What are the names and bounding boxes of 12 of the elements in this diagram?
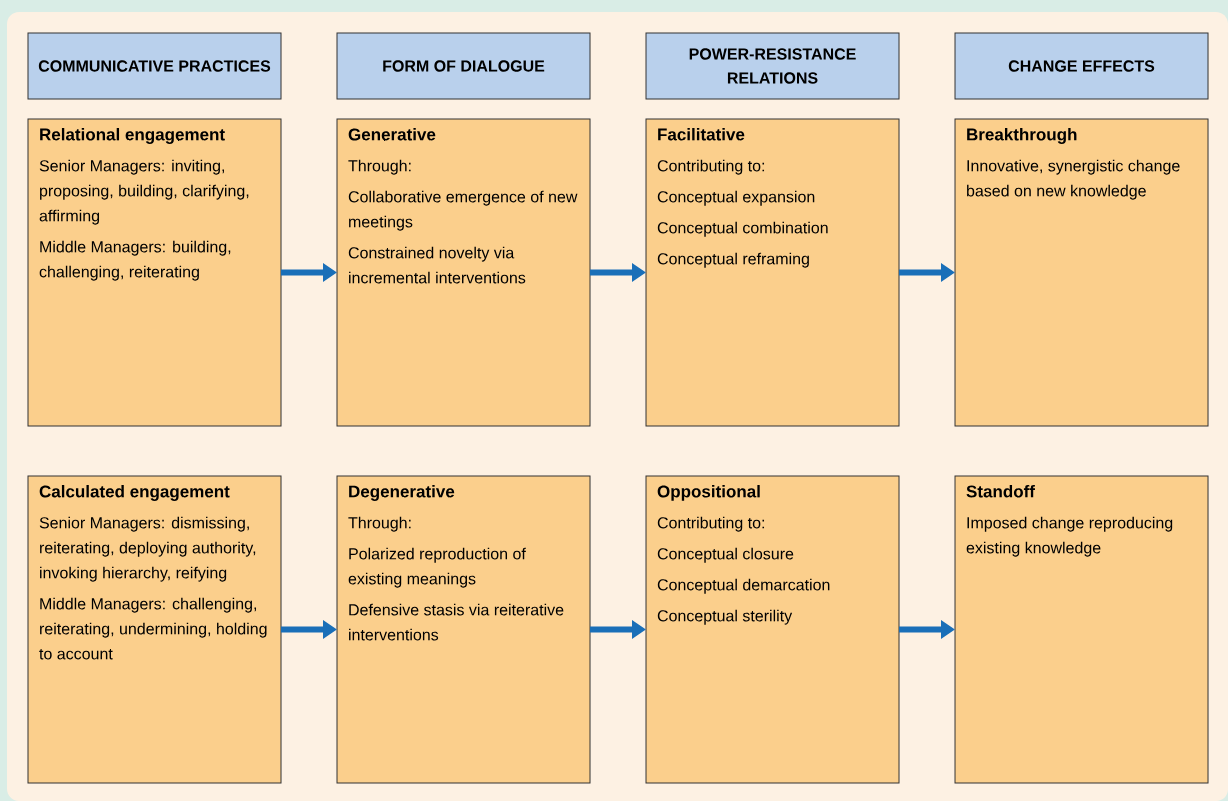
text-box: Calculated engagement Senior Managers: dismissing, reiterating, deploying authority, invoking hierarchy, reifying Middle Managers: challenging, reiterating, undermining, holding to account	[27, 475, 282, 784]
column-header: CHANGE EFFECTS	[954, 32, 1209, 100]
text-box: Oppositional Contributing to: Conceptual closure Conceptual demarcation Conceptual sterility	[645, 475, 900, 784]
column-header: COMMUNICATIVE PRACTICES	[27, 32, 282, 100]
text-box: Generative Through: Collaborative emergence of new meetings Constrained novelty via incremental interventions	[336, 118, 591, 427]
text-box: Facilitative Contributing to: Conceptual expansion Conceptual combination Conceptual reframing	[645, 118, 900, 427]
column-header: FORM OF DIALOGUE	[336, 32, 591, 100]
text-box: Breakthrough Innovative, synergistic change based on new knowledge	[954, 118, 1209, 427]
text-box: Degenerative Through: Polarized reproduction of existing meanings Defensive stasis via reiterative interventions	[336, 475, 591, 784]
text-box: Standoff Imposed change reproducing existing knowledge	[954, 475, 1209, 784]
column-header: POWER-RESISTANCE RELATIONS	[645, 32, 900, 100]
text-box: Relational engagement Senior Managers: inviting, proposing, building, clarifying, affirming Middle Managers: building, challenging, reiterating	[27, 118, 282, 427]
